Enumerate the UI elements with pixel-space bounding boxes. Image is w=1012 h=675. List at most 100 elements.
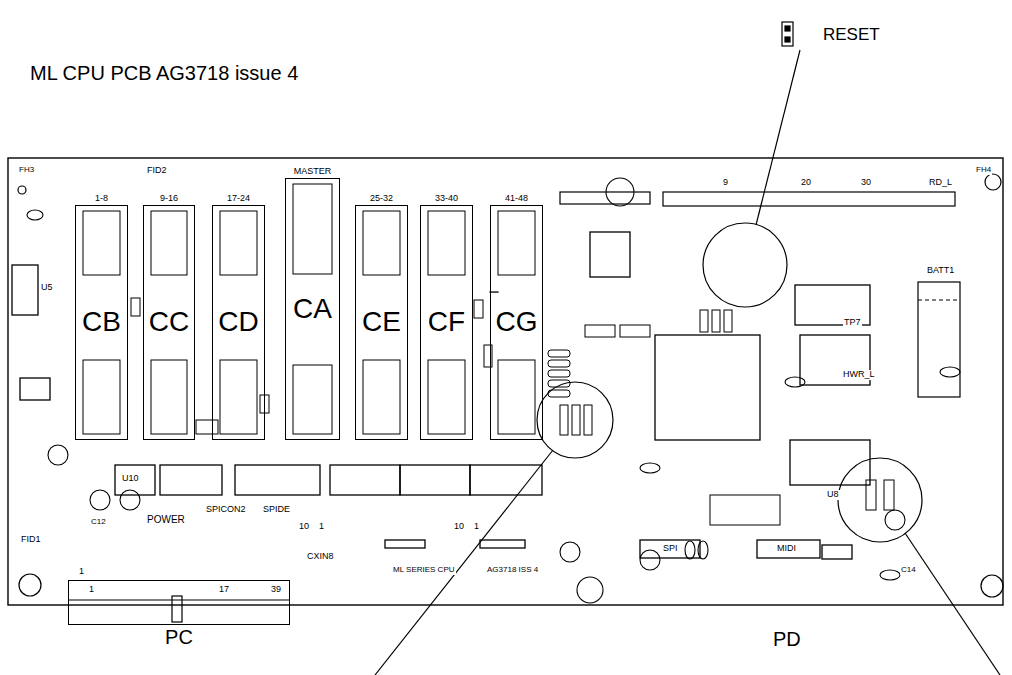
capacitor-symbol	[940, 367, 960, 377]
capacitor-symbol	[880, 570, 900, 580]
connector-name: CF	[428, 307, 465, 338]
resistor-symbol	[710, 495, 780, 525]
resistor-symbol	[131, 298, 140, 316]
leader-line	[905, 533, 1000, 675]
ic-package	[385, 540, 425, 548]
board-outline	[8, 158, 1003, 605]
part-label: PD	[772, 628, 802, 650]
resistor-symbol	[620, 325, 650, 337]
pc-connector-detail	[68, 596, 290, 622]
expansion-connector: 1-8CB	[75, 205, 128, 440]
part-label: 10	[453, 522, 465, 532]
battery-holder	[918, 282, 960, 397]
capacitor-symbol	[640, 463, 660, 473]
capacitor-symbol	[685, 541, 695, 559]
part-label: C12	[90, 518, 107, 527]
expansion-connector: 33-40CF	[420, 205, 473, 440]
pin-range: 25-32	[369, 194, 394, 204]
connector-name: CA	[293, 294, 332, 325]
ic-package	[160, 465, 222, 495]
connector-name: PC	[165, 626, 193, 648]
resistor-symbol	[548, 370, 570, 377]
pin-range: 1-8	[94, 194, 109, 204]
resistor-symbol	[131, 298, 894, 525]
ic-package	[480, 540, 525, 548]
callout-circle	[703, 223, 787, 307]
pin-range: 33-40	[434, 194, 459, 204]
ic-package	[400, 465, 470, 495]
mounting-hole	[18, 174, 1003, 597]
page-title: ML CPU PCB AG3718 issue 4	[30, 62, 298, 85]
header-connector	[490, 192, 955, 292]
expansion-connector: MASTERCA	[285, 178, 340, 440]
ic-package	[757, 540, 820, 558]
leader-line	[756, 50, 800, 225]
connector-name: CD	[218, 307, 258, 338]
header-connector	[663, 192, 955, 206]
mounting-hole	[19, 574, 41, 596]
resistor-symbol	[584, 405, 592, 435]
part-label: 30	[860, 178, 872, 188]
resistor-symbol	[560, 405, 568, 435]
part-label: FID2	[146, 166, 168, 176]
connector-inner-rail	[220, 211, 257, 275]
ic-package	[115, 465, 155, 495]
capacitor-symbol	[27, 210, 43, 220]
mounting-hole	[981, 575, 1003, 597]
resistor-symbol	[724, 310, 732, 332]
part-label: U5	[40, 283, 54, 293]
part-label: POWER	[146, 514, 186, 525]
callout-circle	[537, 382, 613, 458]
jumper-symbol	[782, 22, 793, 46]
capacitor-symbol	[577, 577, 603, 603]
resistor-symbol	[548, 350, 570, 357]
ic-package	[12, 265, 38, 315]
callout-label: RESET	[822, 26, 881, 45]
capacitor-symbol	[27, 178, 960, 603]
connector-inner-rail	[498, 360, 535, 434]
board-outline	[8, 158, 1003, 605]
part-label: FID1	[20, 535, 42, 545]
expansion-connector: 25-32CE	[355, 205, 408, 440]
ic-package	[655, 335, 760, 440]
jumper-symbol	[785, 37, 790, 42]
part-label: SPICON2	[205, 505, 247, 515]
expansion-connector: 41-48CG	[490, 205, 543, 440]
ic-package	[822, 545, 852, 559]
part-label: 1	[473, 522, 480, 532]
capacitor-symbol	[640, 550, 660, 570]
ic-package	[330, 465, 400, 495]
connector-name: CB	[82, 307, 121, 338]
connector-inner-rail	[293, 184, 332, 274]
part-label: 20	[800, 178, 812, 188]
jumper-symbol	[782, 22, 793, 46]
pc-connector: PC	[68, 580, 290, 625]
pin-range: 41-48	[504, 194, 529, 204]
connector-inner-rail	[498, 211, 535, 275]
part-label: 1	[88, 585, 95, 595]
resistor-symbol	[884, 480, 894, 510]
part-label: 1	[78, 567, 85, 577]
leader-line	[375, 50, 1000, 675]
part-label: RD_L	[928, 178, 953, 188]
ic-package	[20, 378, 50, 400]
jumper-symbol	[785, 26, 790, 31]
expansion-connector: 17-24CD	[212, 205, 265, 440]
resistor-symbol	[548, 360, 570, 367]
pc-connector-detail	[68, 599, 290, 600]
part-label: 10	[298, 522, 310, 532]
capacitor-symbol	[560, 542, 580, 562]
part-label: 1	[318, 522, 325, 532]
ic-package	[790, 440, 870, 485]
battery-holder	[918, 299, 960, 300]
part-label: AG3718 ISS 4	[486, 566, 539, 575]
connector-inner-rail	[363, 211, 400, 275]
header-connector	[560, 192, 650, 204]
mounting-hole	[18, 186, 26, 194]
connector-inner-rail	[83, 211, 120, 275]
header-connector	[490, 291, 498, 292]
resistor-symbol	[712, 310, 720, 332]
part-label: CXIN8	[306, 552, 335, 562]
part-label: FH4	[975, 166, 992, 175]
